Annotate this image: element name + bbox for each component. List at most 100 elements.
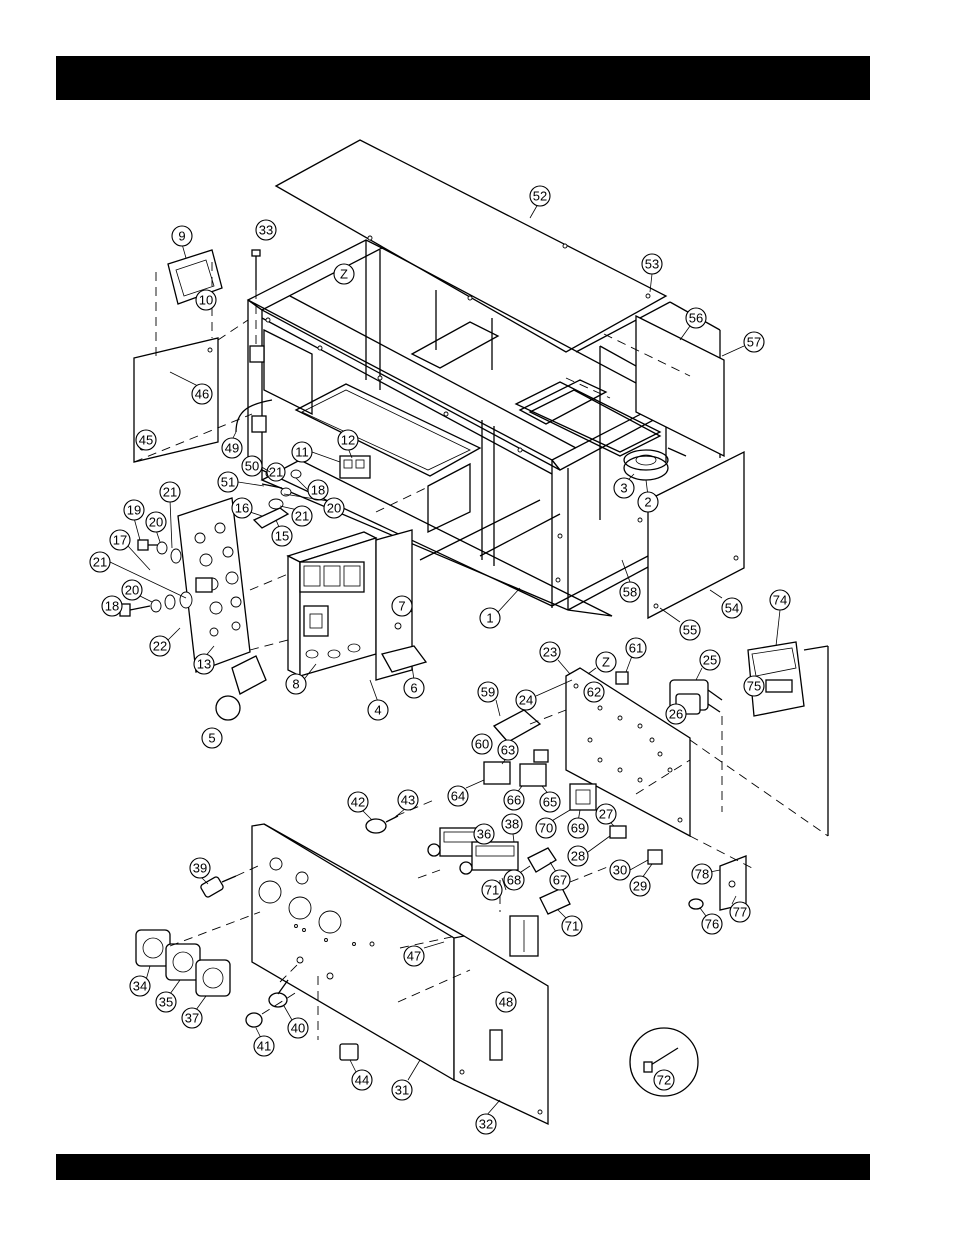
- callout-40: 40: [284, 1006, 308, 1038]
- side-panel-54: [648, 452, 744, 618]
- svg-text:31: 31: [395, 1083, 409, 1098]
- svg-text:16: 16: [235, 501, 249, 516]
- svg-text:20: 20: [149, 515, 163, 530]
- callout-42: 42: [348, 792, 372, 820]
- svg-text:63: 63: [501, 743, 515, 758]
- callout-60: 60: [472, 734, 492, 754]
- svg-text:61: 61: [629, 641, 643, 656]
- svg-text:64: 64: [451, 789, 465, 804]
- callout-22: 22: [150, 628, 180, 656]
- callout-49: 49: [222, 432, 242, 458]
- callout-72: 72: [654, 1070, 674, 1090]
- callout-65: 65: [540, 786, 560, 812]
- svg-text:9: 9: [178, 229, 185, 244]
- callout-44: 44: [350, 1060, 372, 1090]
- callout-29: 29: [630, 864, 652, 896]
- callout-55: 55: [660, 608, 700, 640]
- svg-text:46: 46: [195, 387, 209, 402]
- svg-text:54: 54: [725, 601, 739, 616]
- callout-41: 41: [254, 1028, 274, 1056]
- svg-text:62: 62: [587, 685, 601, 700]
- callout-33: 33: [256, 220, 276, 240]
- svg-text:52: 52: [533, 189, 547, 204]
- callout-Z-board: Z: [588, 652, 616, 674]
- svg-text:21: 21: [269, 465, 283, 480]
- svg-text:32: 32: [479, 1117, 493, 1132]
- svg-text:2: 2: [644, 495, 651, 510]
- svg-text:69: 69: [571, 821, 585, 836]
- svg-text:44: 44: [355, 1073, 369, 1088]
- svg-text:29: 29: [633, 879, 647, 894]
- callout-20a: 20: [146, 512, 166, 542]
- svg-text:48: 48: [499, 995, 513, 1010]
- callout-43: 43: [394, 790, 418, 818]
- svg-text:75: 75: [747, 679, 761, 694]
- svg-text:27: 27: [599, 807, 613, 822]
- callout-54: 54: [710, 590, 742, 618]
- connector: [494, 710, 540, 742]
- callout-32: 32: [476, 1100, 500, 1134]
- callout-48: 48: [496, 992, 516, 1012]
- side-control-panel: [454, 936, 548, 1124]
- svg-text:41: 41: [257, 1039, 271, 1054]
- callout-78: 78: [692, 864, 720, 884]
- receptacle-plug: [200, 876, 236, 898]
- callout-74: 74: [770, 590, 790, 646]
- callout-39: 39: [190, 858, 210, 884]
- svg-text:34: 34: [133, 979, 147, 994]
- svg-text:4: 4: [374, 703, 381, 718]
- relay-socket: [520, 764, 546, 786]
- callout-64: 64: [448, 780, 484, 806]
- output-terminal-panel: [178, 498, 250, 672]
- callout-52: 52: [530, 186, 550, 218]
- callout-45: 45: [136, 430, 156, 450]
- svg-text:21: 21: [295, 509, 309, 524]
- svg-text:8: 8: [292, 677, 299, 692]
- svg-text:67: 67: [553, 873, 567, 888]
- callout-9: 9: [172, 226, 192, 258]
- callout-70: 70: [536, 810, 570, 838]
- callout-38: 38: [502, 814, 522, 842]
- svg-text:59: 59: [481, 685, 495, 700]
- svg-text:35: 35: [159, 995, 173, 1010]
- terminal-bolts: [120, 540, 192, 616]
- callout-59: 59: [478, 682, 500, 716]
- svg-text:51: 51: [221, 475, 235, 490]
- svg-text:58: 58: [623, 585, 637, 600]
- svg-text:17: 17: [113, 533, 127, 548]
- callout-57: 57: [722, 332, 764, 356]
- svg-text:6: 6: [410, 681, 417, 696]
- svg-text:26: 26: [669, 707, 683, 722]
- svg-text:37: 37: [185, 1011, 199, 1026]
- svg-text:11: 11: [295, 445, 309, 460]
- callout-66: 66: [504, 786, 524, 810]
- svg-text:50: 50: [245, 459, 259, 474]
- svg-text:49: 49: [225, 441, 239, 456]
- svg-text:40: 40: [291, 1021, 305, 1036]
- frame-top-left: [248, 240, 382, 310]
- svg-text:72: 72: [657, 1073, 671, 1088]
- callout-15: 15: [272, 520, 292, 546]
- callout-12: 12: [338, 430, 358, 458]
- svg-text:10: 10: [199, 293, 213, 308]
- svg-text:78: 78: [695, 867, 709, 882]
- svg-text:Z: Z: [602, 655, 610, 670]
- svg-text:53: 53: [645, 257, 659, 272]
- callout-7: 7: [392, 596, 412, 616]
- svg-text:36: 36: [477, 827, 491, 842]
- callout-34: 34: [130, 966, 150, 996]
- svg-text:25: 25: [703, 653, 717, 668]
- svg-text:66: 66: [507, 793, 521, 808]
- svg-text:57: 57: [747, 335, 761, 350]
- callout-1: 1: [480, 588, 520, 628]
- small-relay: [610, 826, 626, 838]
- svg-text:19: 19: [127, 503, 141, 518]
- callout-16: 16: [232, 498, 262, 518]
- svg-text:38: 38: [505, 817, 519, 832]
- callout-63: 63: [498, 740, 518, 764]
- callout-71a: 71: [482, 878, 506, 900]
- svg-text:55: 55: [683, 623, 697, 638]
- svg-text:42: 42: [351, 795, 365, 810]
- callout-23: 23: [540, 642, 570, 674]
- timer-relay: [570, 784, 596, 810]
